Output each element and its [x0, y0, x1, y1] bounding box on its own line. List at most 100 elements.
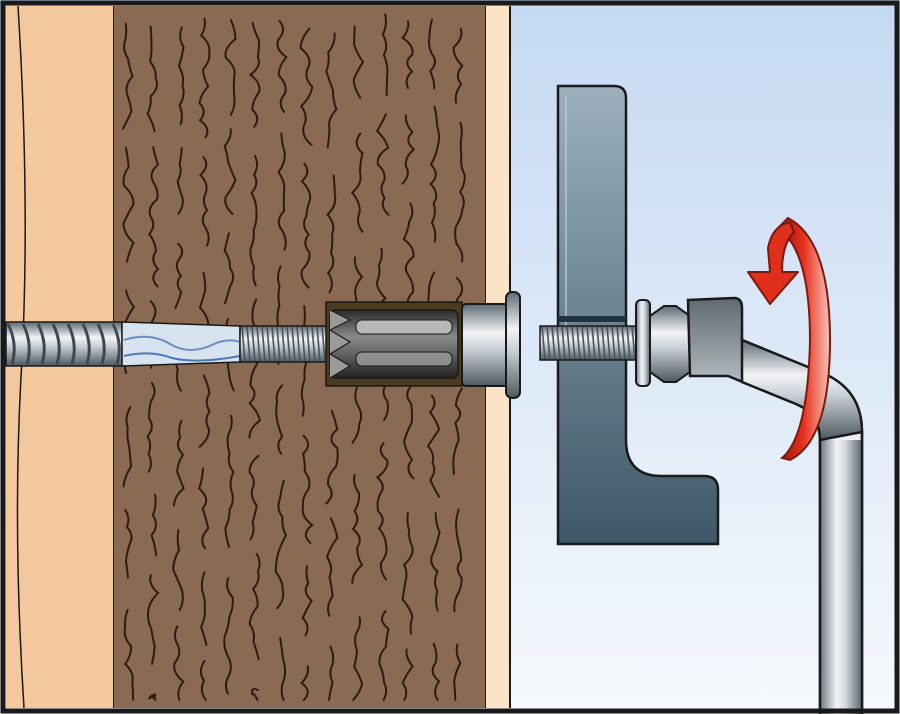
- grain-line: [326, 174, 337, 294]
- grain-line: [375, 442, 389, 581]
- grain-line: [249, 155, 259, 287]
- grain-line: [148, 146, 160, 288]
- thread-flank: [621, 325, 626, 361]
- grain-line: [301, 434, 314, 544]
- grain-line: [275, 384, 284, 455]
- grain-line: [248, 552, 261, 661]
- grain-line: [198, 156, 210, 247]
- thread-flank: [626, 325, 631, 361]
- grain-line: [148, 693, 157, 701]
- grain-line: [251, 687, 259, 701]
- thread-flank: [576, 325, 581, 361]
- hanger-bolt-machine-thread: [239, 325, 331, 363]
- wall-plug: [325, 291, 521, 399]
- thread-flank: [271, 325, 276, 363]
- thread-flank: [551, 325, 556, 361]
- thread-flank: [21, 323, 31, 365]
- grain-line: [173, 625, 185, 701]
- thread-flank: [251, 325, 256, 363]
- grain-line: [123, 608, 135, 701]
- grain-line: [378, 610, 390, 701]
- thread-flank: [316, 325, 321, 363]
- thread-flank: [81, 323, 91, 365]
- thread-flank: [556, 325, 561, 361]
- thread-flank: [611, 325, 616, 361]
- grain-line: [172, 529, 184, 612]
- thread-flank: [631, 325, 636, 361]
- rotation-arrow-icon: [747, 216, 832, 462]
- grain-line: [276, 19, 288, 113]
- thread-flank: [241, 325, 246, 363]
- thread-flank: [571, 325, 576, 361]
- grain-line: [198, 374, 211, 448]
- grain-line: [199, 660, 207, 701]
- thread-flank: [291, 325, 296, 363]
- thread-flank: [586, 325, 591, 361]
- thread-flank: [591, 325, 596, 361]
- grain-line: [122, 146, 135, 263]
- grain-line: [452, 387, 463, 476]
- hanger-bolt-wood-thread: [5, 321, 241, 367]
- grain-line: [401, 648, 414, 701]
- thread-flank: [581, 325, 586, 361]
- thread-flank: [296, 325, 301, 363]
- grain-line: [375, 113, 390, 216]
- thread-flank: [541, 325, 546, 361]
- thread-flank: [276, 325, 281, 363]
- thread-flank: [311, 325, 316, 363]
- thread-flank: [566, 325, 571, 361]
- grain-line: [350, 132, 364, 233]
- grain-line: [124, 509, 133, 579]
- thread-flank: [111, 323, 121, 365]
- thread-flank: [306, 325, 311, 363]
- grain-line: [174, 242, 184, 309]
- grain-line: [146, 25, 158, 133]
- grain-line: [427, 18, 436, 90]
- grain-line: [299, 27, 314, 146]
- grain-line: [279, 636, 287, 701]
- grain-line: [381, 13, 389, 97]
- grain-line: [453, 643, 462, 701]
- grain-line: [401, 114, 416, 185]
- grain-line: [429, 105, 441, 243]
- grain-line: [199, 571, 208, 646]
- grain-line: [454, 121, 466, 263]
- grain-line: [248, 298, 263, 439]
- grain-line: [453, 508, 463, 613]
- thread-flank: [36, 323, 46, 365]
- thread-flank: [606, 325, 611, 361]
- thread-flank: [261, 325, 266, 363]
- grain-line: [430, 512, 441, 612]
- wall-bracket: [556, 84, 720, 546]
- thread-flank: [51, 323, 61, 365]
- grain-line: [121, 22, 134, 130]
- thread-flank: [321, 325, 326, 363]
- thread-flank: [66, 323, 76, 365]
- grain-line: [352, 616, 364, 701]
- grain-line: [277, 132, 287, 251]
- thread-flank: [246, 325, 251, 363]
- thread-flank: [301, 325, 306, 363]
- grain-line: [197, 467, 210, 550]
- grain-line: [146, 382, 156, 473]
- thread-flank: [96, 323, 106, 365]
- thread-flank: [266, 325, 271, 363]
- grain-line: [274, 479, 288, 610]
- grain-line: [173, 419, 185, 507]
- grain-line: [248, 454, 260, 541]
- thread-flank: [561, 325, 566, 361]
- thread-flank: [616, 325, 621, 361]
- grain-line: [401, 511, 414, 635]
- grain-line: [325, 409, 339, 505]
- thread-flank: [596, 325, 601, 361]
- grain-line: [452, 27, 464, 104]
- grain-line: [325, 32, 338, 149]
- grain-line: [176, 146, 184, 215]
- thread-flank: [6, 323, 16, 365]
- grain-line: [177, 26, 185, 126]
- thread-flank: [601, 325, 606, 361]
- grain-line: [326, 517, 339, 617]
- grain-line: [150, 493, 158, 557]
- grain-line: [223, 232, 235, 305]
